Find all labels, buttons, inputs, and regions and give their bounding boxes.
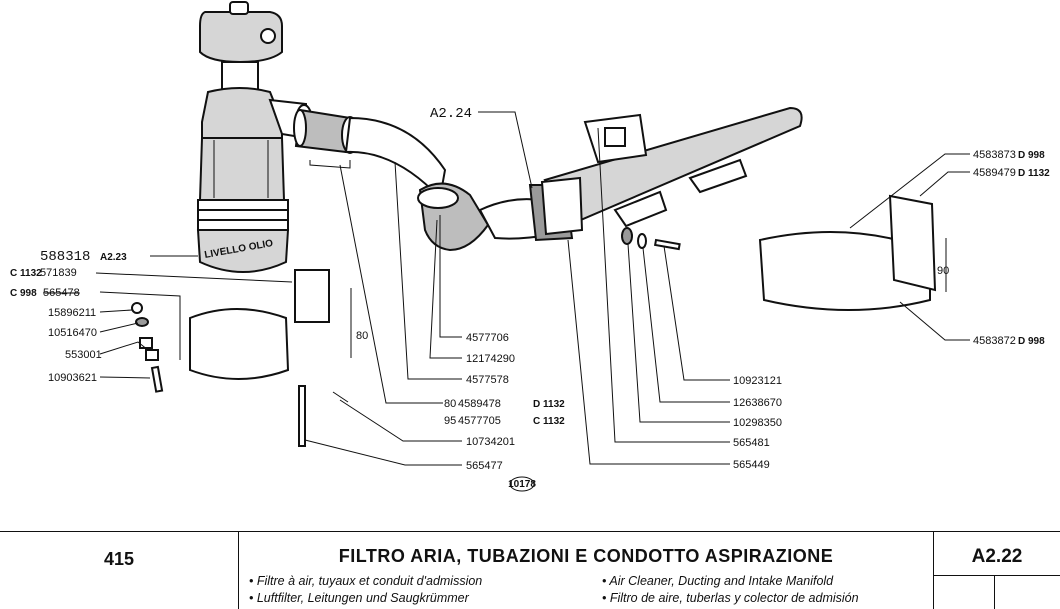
part-10516470: 10516470: [48, 327, 97, 339]
model-c1132: C 1132: [10, 268, 42, 279]
part-10298350: 10298350: [733, 417, 782, 429]
page-number-cell: 415: [0, 532, 239, 609]
part-4589479: 4589479: [973, 167, 1016, 179]
intake-ducting-illustration: [293, 108, 574, 252]
part-553001: 553001: [65, 349, 102, 361]
page-number: 415: [103, 549, 135, 569]
ref-a2-23: A2.23: [100, 252, 127, 263]
model-d998-a: D 998: [1018, 150, 1045, 161]
part-4583873: 4583873: [973, 149, 1016, 161]
model-c1132-b: C 1132: [533, 416, 565, 427]
part-4589478: 4589478: [458, 398, 501, 410]
label-a2-24: A2.24: [430, 106, 472, 122]
dimension-80: 80: [444, 398, 456, 410]
reference-vertical-divider: [994, 575, 995, 609]
part-565481: 565481: [733, 437, 770, 449]
part-10903621: 10903621: [48, 372, 97, 384]
reference-divider: [934, 575, 1060, 576]
dimension-80-clamp: 80: [356, 330, 368, 342]
part-565477: 565477: [466, 460, 503, 472]
reference-cell: A2.22: [934, 532, 1060, 609]
band-clamp-illustration: [758, 194, 937, 311]
part-15896211: 15896211: [48, 307, 96, 319]
model-d1132-b: D 1132: [1018, 168, 1050, 179]
part-12638670: 12638670: [733, 397, 782, 409]
dimension-95: 95: [444, 415, 456, 427]
part-4577705: 4577705: [458, 415, 501, 427]
subtitle-de: • Luftfilter, Leitungen und Saugkrümmer: [249, 591, 469, 605]
dimension-90: 90: [937, 265, 949, 277]
part-10923121: 10923121: [733, 375, 782, 387]
subtitle-fr: • Filtre à air, tuyaux et conduit d'admi…: [249, 574, 483, 588]
subtitle-es: • Filtro de aire, tuberlas y colector de…: [602, 591, 859, 605]
part-565478: 565478: [43, 287, 80, 299]
model-d998-b: D 998: [1018, 336, 1045, 347]
part-4583872: 4583872: [973, 335, 1016, 347]
exploded-parts-diagram: LIVELLO OLIO A2.24: [10, 1, 1050, 492]
intake-manifold-illustration: [540, 106, 803, 236]
filter-clamp-illustration: [189, 269, 330, 380]
page-title: FILTRO ARIA, TUBAZIONI E CONDOTTO ASPIRA…: [338, 546, 834, 566]
part-565449: 565449: [733, 459, 770, 471]
air-cleaner-illustration: [196, 1, 313, 273]
part-4577706: 4577706: [466, 332, 509, 344]
part-12174290: 12174290: [466, 353, 515, 365]
part-588318: 588318: [40, 249, 90, 265]
drawing-number-stamp: 10178: [508, 479, 536, 490]
reference-code: A2.22: [971, 546, 1023, 567]
title-block: 415 FILTRO ARIA, TUBAZIONI E CONDOTTO AS…: [0, 531, 1060, 609]
model-d1132: D 1132: [533, 399, 565, 410]
model-c998: C 998: [10, 288, 37, 299]
part-4577578: 4577578: [466, 374, 509, 386]
subtitle-en: • Air Cleaner, Ducting and Intake Manifo…: [602, 574, 834, 588]
part-571839: 571839: [40, 267, 77, 279]
title-cell: FILTRO ARIA, TUBAZIONI E CONDOTTO ASPIRA…: [239, 532, 934, 609]
part-10734201: 10734201: [466, 436, 515, 448]
